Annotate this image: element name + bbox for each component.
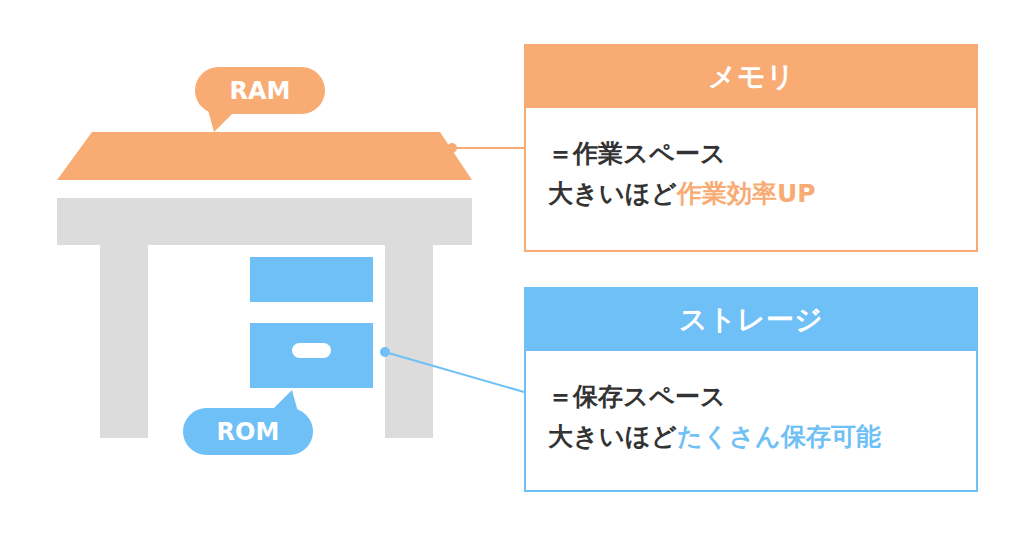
desk-frame <box>57 198 472 245</box>
box-title: メモリ <box>708 58 795 96</box>
leader-line <box>452 147 524 149</box>
highlight-text: たくさん保存可能 <box>677 422 881 451</box>
desk-leg <box>385 245 433 438</box>
body-text: 大きいほど <box>548 422 677 451</box>
box-body: ＝保存スペース大きいほどたくさん保存可能 <box>526 351 976 457</box>
callout-label: RAM <box>230 77 291 105</box>
drawer-handle <box>292 343 331 358</box>
leader-dot <box>380 347 390 357</box>
leader-line <box>385 352 524 392</box>
body-text: 大きいほど <box>548 179 677 208</box>
callout-bubble: ROM <box>183 408 313 455</box>
desk-leg <box>100 245 148 438</box>
drawer <box>250 323 373 388</box>
body-line: ＝保存スペース <box>548 377 956 417</box>
desk-top <box>57 132 472 180</box>
body-line: 大きいほど作業効率UP <box>548 174 956 214</box>
storage-box: ストレージ＝保存スペース大きいほどたくさん保存可能 <box>524 287 978 492</box>
box-body: ＝作業スペース大きいほど作業効率UP <box>526 108 976 214</box>
box-header: メモリ <box>526 46 976 108</box>
body-text: ＝作業スペース <box>548 139 726 168</box>
body-line: ＝作業スペース <box>548 134 956 174</box>
callout-label: ROM <box>217 418 280 446</box>
box-header: ストレージ <box>526 289 976 351</box>
callout-bubble: RAM <box>195 67 325 114</box>
box-title: ストレージ <box>679 301 823 339</box>
body-text: ＝保存スペース <box>548 382 726 411</box>
body-line: 大きいほどたくさん保存可能 <box>548 417 956 457</box>
leader-dot <box>447 143 457 153</box>
drawer <box>250 257 373 302</box>
highlight-text: 作業効率UP <box>677 179 816 208</box>
memory-box: メモリ＝作業スペース大きいほど作業効率UP <box>524 44 978 252</box>
